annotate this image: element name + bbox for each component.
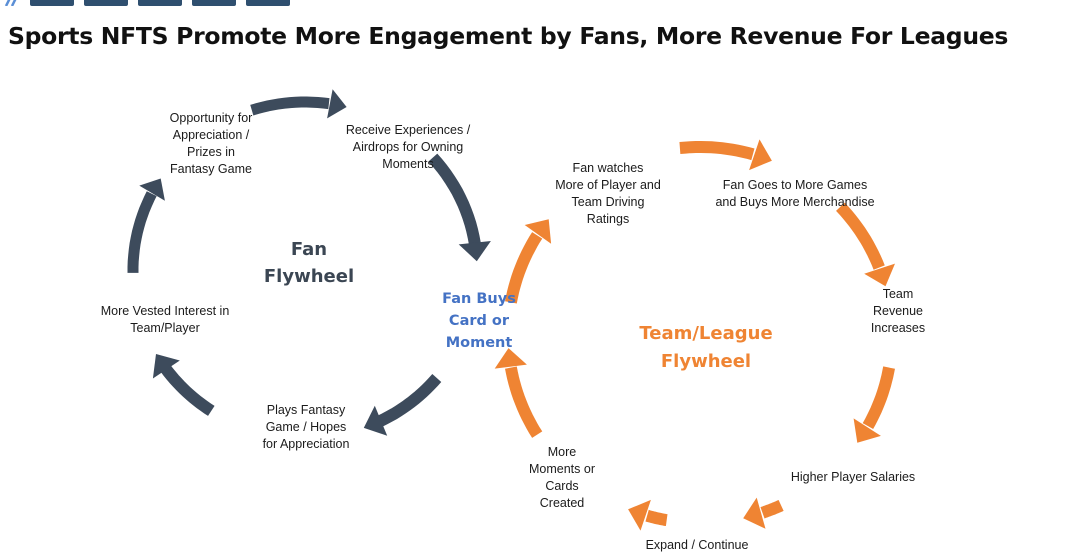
fan-step-plays-fantasy: Plays Fantasy Game / Hopes for Appreciat… <box>262 403 350 451</box>
league-arrow-bottom-left-shaft <box>645 509 668 527</box>
league-arrow-bottom-right-shaft <box>760 499 784 519</box>
fan-step-opportunity: Opportunity for Appreciation / Prizes in… <box>169 111 253 176</box>
fan-buys-card-label: Fan Buys Card or Moment <box>442 291 516 351</box>
league-arrow-top-shaft <box>679 141 755 161</box>
fan-arrow-bottom-right-shaft <box>377 373 442 427</box>
league-arrow-right-shaft <box>862 366 895 430</box>
league-arrow-upper-right-head <box>864 263 895 287</box>
league-arrow-bottom-right-head <box>743 497 766 529</box>
fan-arrow-top-shaft <box>250 96 330 116</box>
fan-step-vested-interest: More Vested Interest in Team/Player <box>100 304 230 335</box>
league-step-player-salaries: Higher Player Salaries <box>790 470 916 484</box>
league-arrow-upper-left-shaft <box>505 232 543 304</box>
league-arrow-left-shaft <box>505 366 543 438</box>
fan-arrow-left-shaft <box>127 191 157 273</box>
fan-arrow-left-head <box>139 178 165 201</box>
league-arrow-top-head <box>749 139 772 171</box>
fan-flywheel-arrows <box>127 89 491 436</box>
league-step-expand-continue: Expand / Continue <box>645 538 749 552</box>
fan-arrow-bottom-right-head <box>363 405 388 436</box>
league-step-team-revenue: Team Revenue Increases <box>870 287 926 335</box>
fan-step-receive-experiences: Receive Experiences / Airdrops for Ownin… <box>345 123 471 171</box>
league-step-more-games: Fan Goes to More Games and Buys More Mer… <box>715 178 875 209</box>
league-arrow-upper-left-head <box>524 219 552 244</box>
fan-arrow-bottom-left-shaft <box>161 365 215 416</box>
fan-arrow-right-shaft <box>428 153 481 245</box>
logo-mark-icon <box>4 0 17 6</box>
fan-arrow-right-head <box>458 241 491 262</box>
league-arrow-right-head <box>853 418 881 443</box>
slide-title: Sports NFTS Promote More Engagement by F… <box>8 22 1009 50</box>
logo-strip <box>0 0 320 8</box>
league-step-fan-watches: Fan watches More of Player and Team Driv… <box>555 161 661 226</box>
league-arrow-bottom-left-head <box>628 499 651 531</box>
league-flywheel-label: Team/League Flywheel <box>639 323 773 372</box>
fan-arrow-top-head <box>327 89 347 119</box>
league-arrow-upper-right-shaft <box>836 202 885 270</box>
league-flywheel-arrows <box>494 139 895 531</box>
fan-flywheel-label: Fan Flywheel <box>263 239 355 287</box>
fan-arrow-bottom-left-head <box>152 354 180 379</box>
league-step-more-moments: More Moments or Cards Created <box>529 445 595 510</box>
league-arrow-left-head <box>494 348 527 369</box>
